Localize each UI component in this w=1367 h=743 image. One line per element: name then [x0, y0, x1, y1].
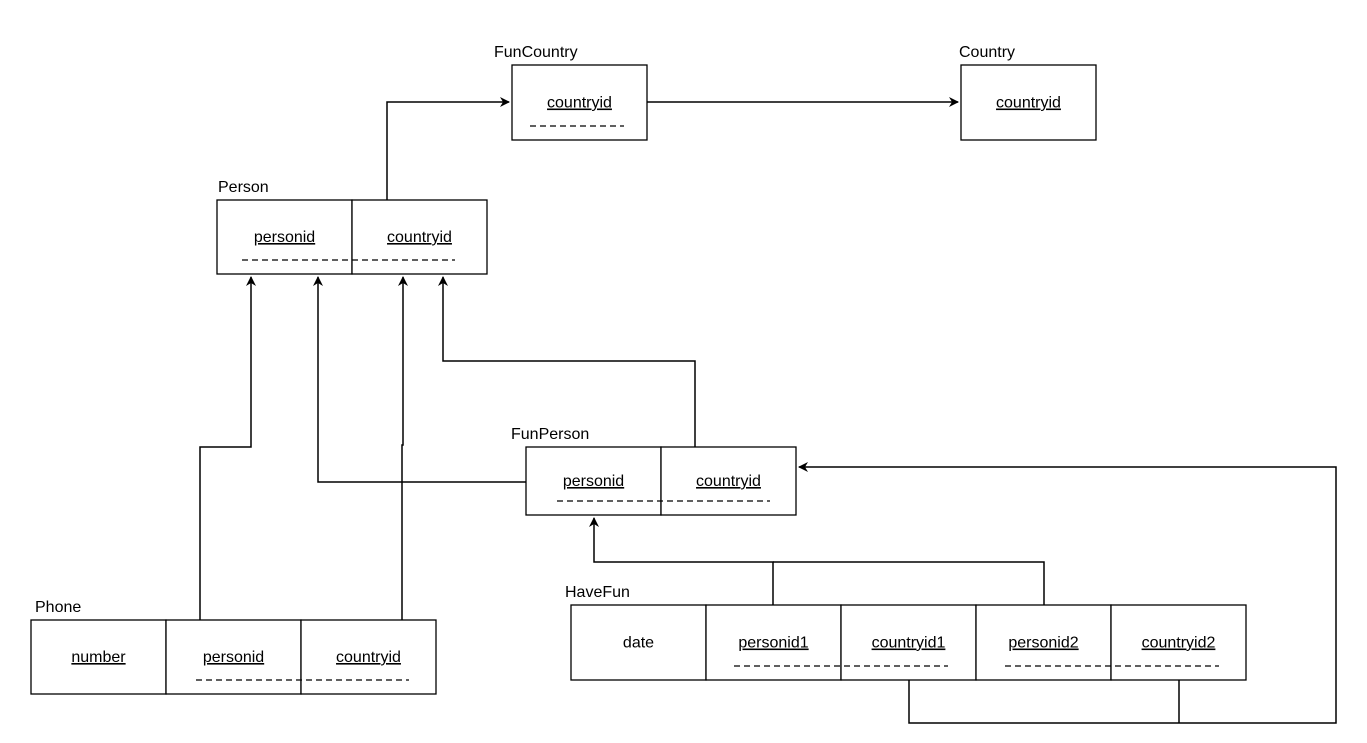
column-label: countryid [336, 649, 401, 666]
table-title: FunPerson [511, 426, 589, 443]
column-number: number [30, 619, 167, 695]
column-countryid1: countryid1 [840, 604, 977, 681]
column-cell [840, 604, 977, 681]
column-label: countryid [996, 95, 1061, 112]
column-label: personid2 [1008, 635, 1078, 652]
column-cell [300, 619, 437, 695]
column-date: date [570, 604, 707, 681]
column-personid2: personid2 [975, 604, 1112, 681]
column-cell [705, 604, 842, 681]
column-label: number [71, 649, 126, 666]
column-cell [570, 604, 707, 681]
table-havefun: HaveFun date personid1 countryid1 personid2 c… [565, 584, 1247, 681]
table-person: Person personid countryid [216, 179, 488, 275]
column-cell [351, 199, 488, 275]
column-personid: personid [165, 619, 302, 695]
ref-havefun-countryids-to-funperson [798, 462, 1337, 724]
column-cell [525, 446, 662, 516]
table-funcountry: FunCountry countryid [494, 44, 648, 141]
column-cell [1110, 604, 1247, 681]
column-label: personid1 [738, 635, 808, 652]
column-personid: personid [525, 446, 662, 516]
column-label: countryid [696, 473, 761, 490]
table-title: FunCountry [494, 44, 578, 61]
table-phone: Phone number personid countryid [30, 599, 437, 695]
column-cell [975, 604, 1112, 681]
column-countryid: countryid [960, 64, 1097, 141]
column-cell [165, 619, 302, 695]
table-title: Person [218, 179, 269, 196]
column-label: date [623, 635, 654, 652]
table-country: Country countryid [959, 44, 1097, 141]
column-countryid: countryid [351, 199, 488, 275]
column-cell [960, 64, 1097, 141]
ref-phone-countryid-to-person [398, 276, 408, 620]
column-label: countryid [547, 95, 612, 112]
ref-funperson-countryid-to-person [438, 276, 696, 447]
table-funperson: FunPerson personid countryid [511, 426, 797, 516]
ref-havefun-persons-to-funperson [589, 517, 774, 605]
column-label: countryid2 [1142, 635, 1216, 652]
column-label: countryid1 [872, 635, 946, 652]
column-label: personid [254, 229, 315, 246]
column-countryid2: countryid2 [1110, 604, 1247, 681]
column-personid: personid [216, 199, 353, 275]
ref-havefun-personid2-branch [773, 561, 1045, 605]
ref-person-countryid-to-funcountry [386, 97, 510, 200]
column-label: countryid [387, 229, 452, 246]
table-title: HaveFun [565, 584, 630, 601]
ref-phone-personid-to-person [199, 276, 256, 620]
table-title: Phone [35, 599, 81, 616]
column-personid1: personid1 [705, 604, 842, 681]
ref-funperson-personid-to-person [313, 276, 526, 483]
table-title: Country [959, 44, 1015, 61]
column-countryid: countryid [511, 64, 648, 141]
column-label: personid [563, 473, 624, 490]
column-countryid: countryid [660, 446, 797, 516]
column-label: personid [203, 649, 264, 666]
column-cell [511, 64, 648, 141]
column-cell [660, 446, 797, 516]
column-countryid: countryid [300, 619, 437, 695]
